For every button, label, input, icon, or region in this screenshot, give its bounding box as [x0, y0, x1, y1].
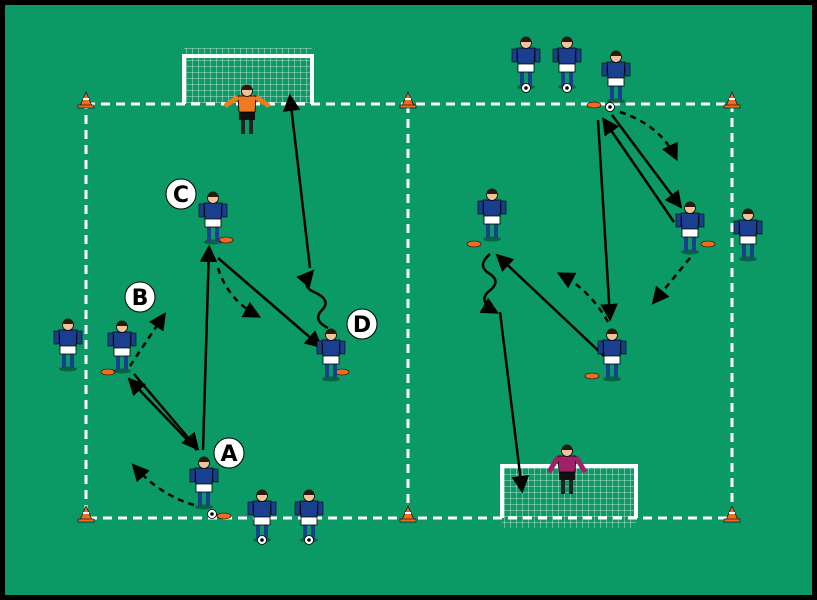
- label-b-badge: B: [124, 281, 156, 313]
- label-a: A: [220, 442, 237, 467]
- movement-arrows: [128, 110, 691, 507]
- label-c-badge: C: [165, 178, 197, 210]
- pass-arrows: [127, 93, 683, 494]
- label-a-badge: A: [213, 437, 245, 469]
- label-d: D: [353, 313, 371, 338]
- dribble-lines: [296, 253, 500, 330]
- label-b: B: [132, 286, 149, 311]
- label-d-badge: D: [346, 308, 378, 340]
- label-c: C: [173, 183, 189, 208]
